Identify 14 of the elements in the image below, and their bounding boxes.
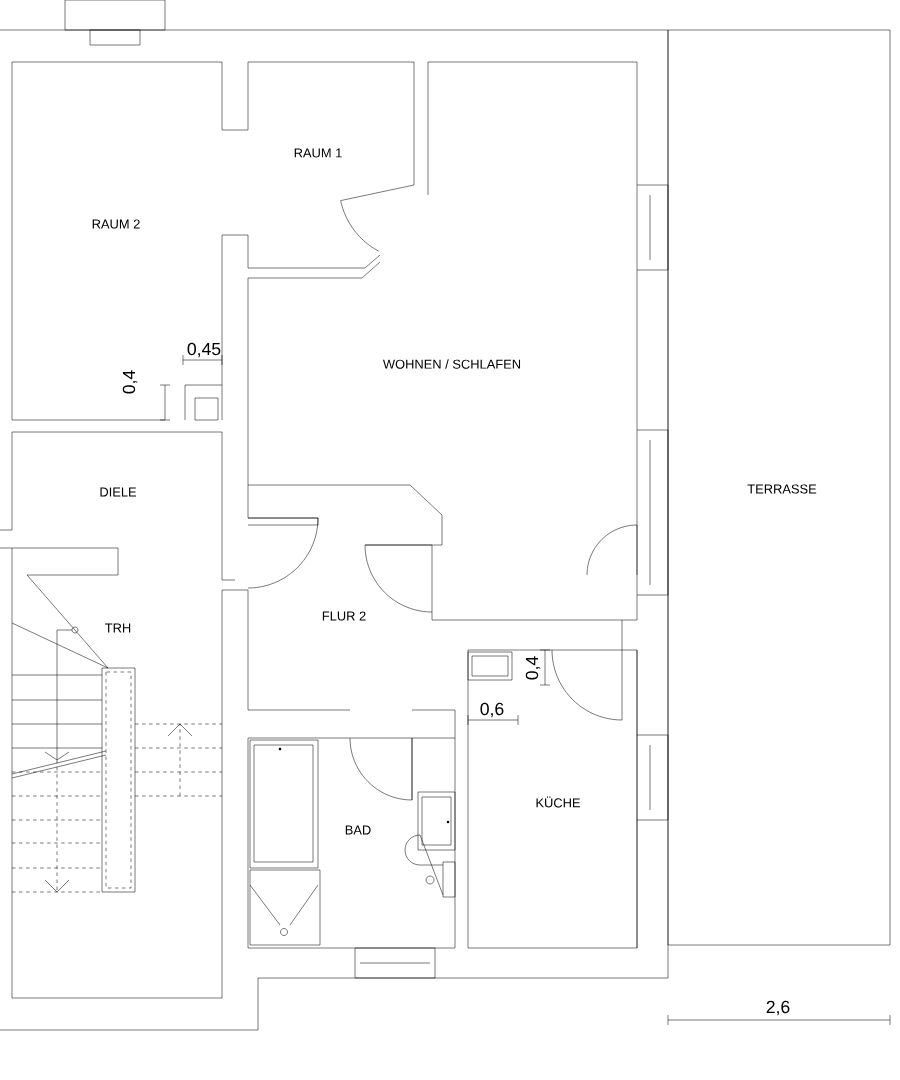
room-label: TRH	[105, 623, 131, 633]
room-label: TERRASSE	[747, 484, 817, 494]
dimension-label: 0,4	[525, 656, 541, 680]
room-label: KÜCHE	[536, 796, 580, 808]
dimension-label: 0,6	[480, 702, 504, 718]
room-label: RAUM 1	[294, 148, 342, 158]
room-label: FLUR 2	[322, 611, 366, 621]
room-label: RAUM 2	[92, 219, 140, 229]
dimension-label: 2,6	[766, 1000, 790, 1016]
room-label: BAD	[345, 825, 371, 835]
room-label: DIELE	[100, 487, 137, 497]
dimension-label: 0,4	[122, 370, 138, 394]
room-label: WOHNEN / SCHLAFEN	[382, 359, 521, 369]
dimension-label: 0,45	[187, 342, 221, 358]
